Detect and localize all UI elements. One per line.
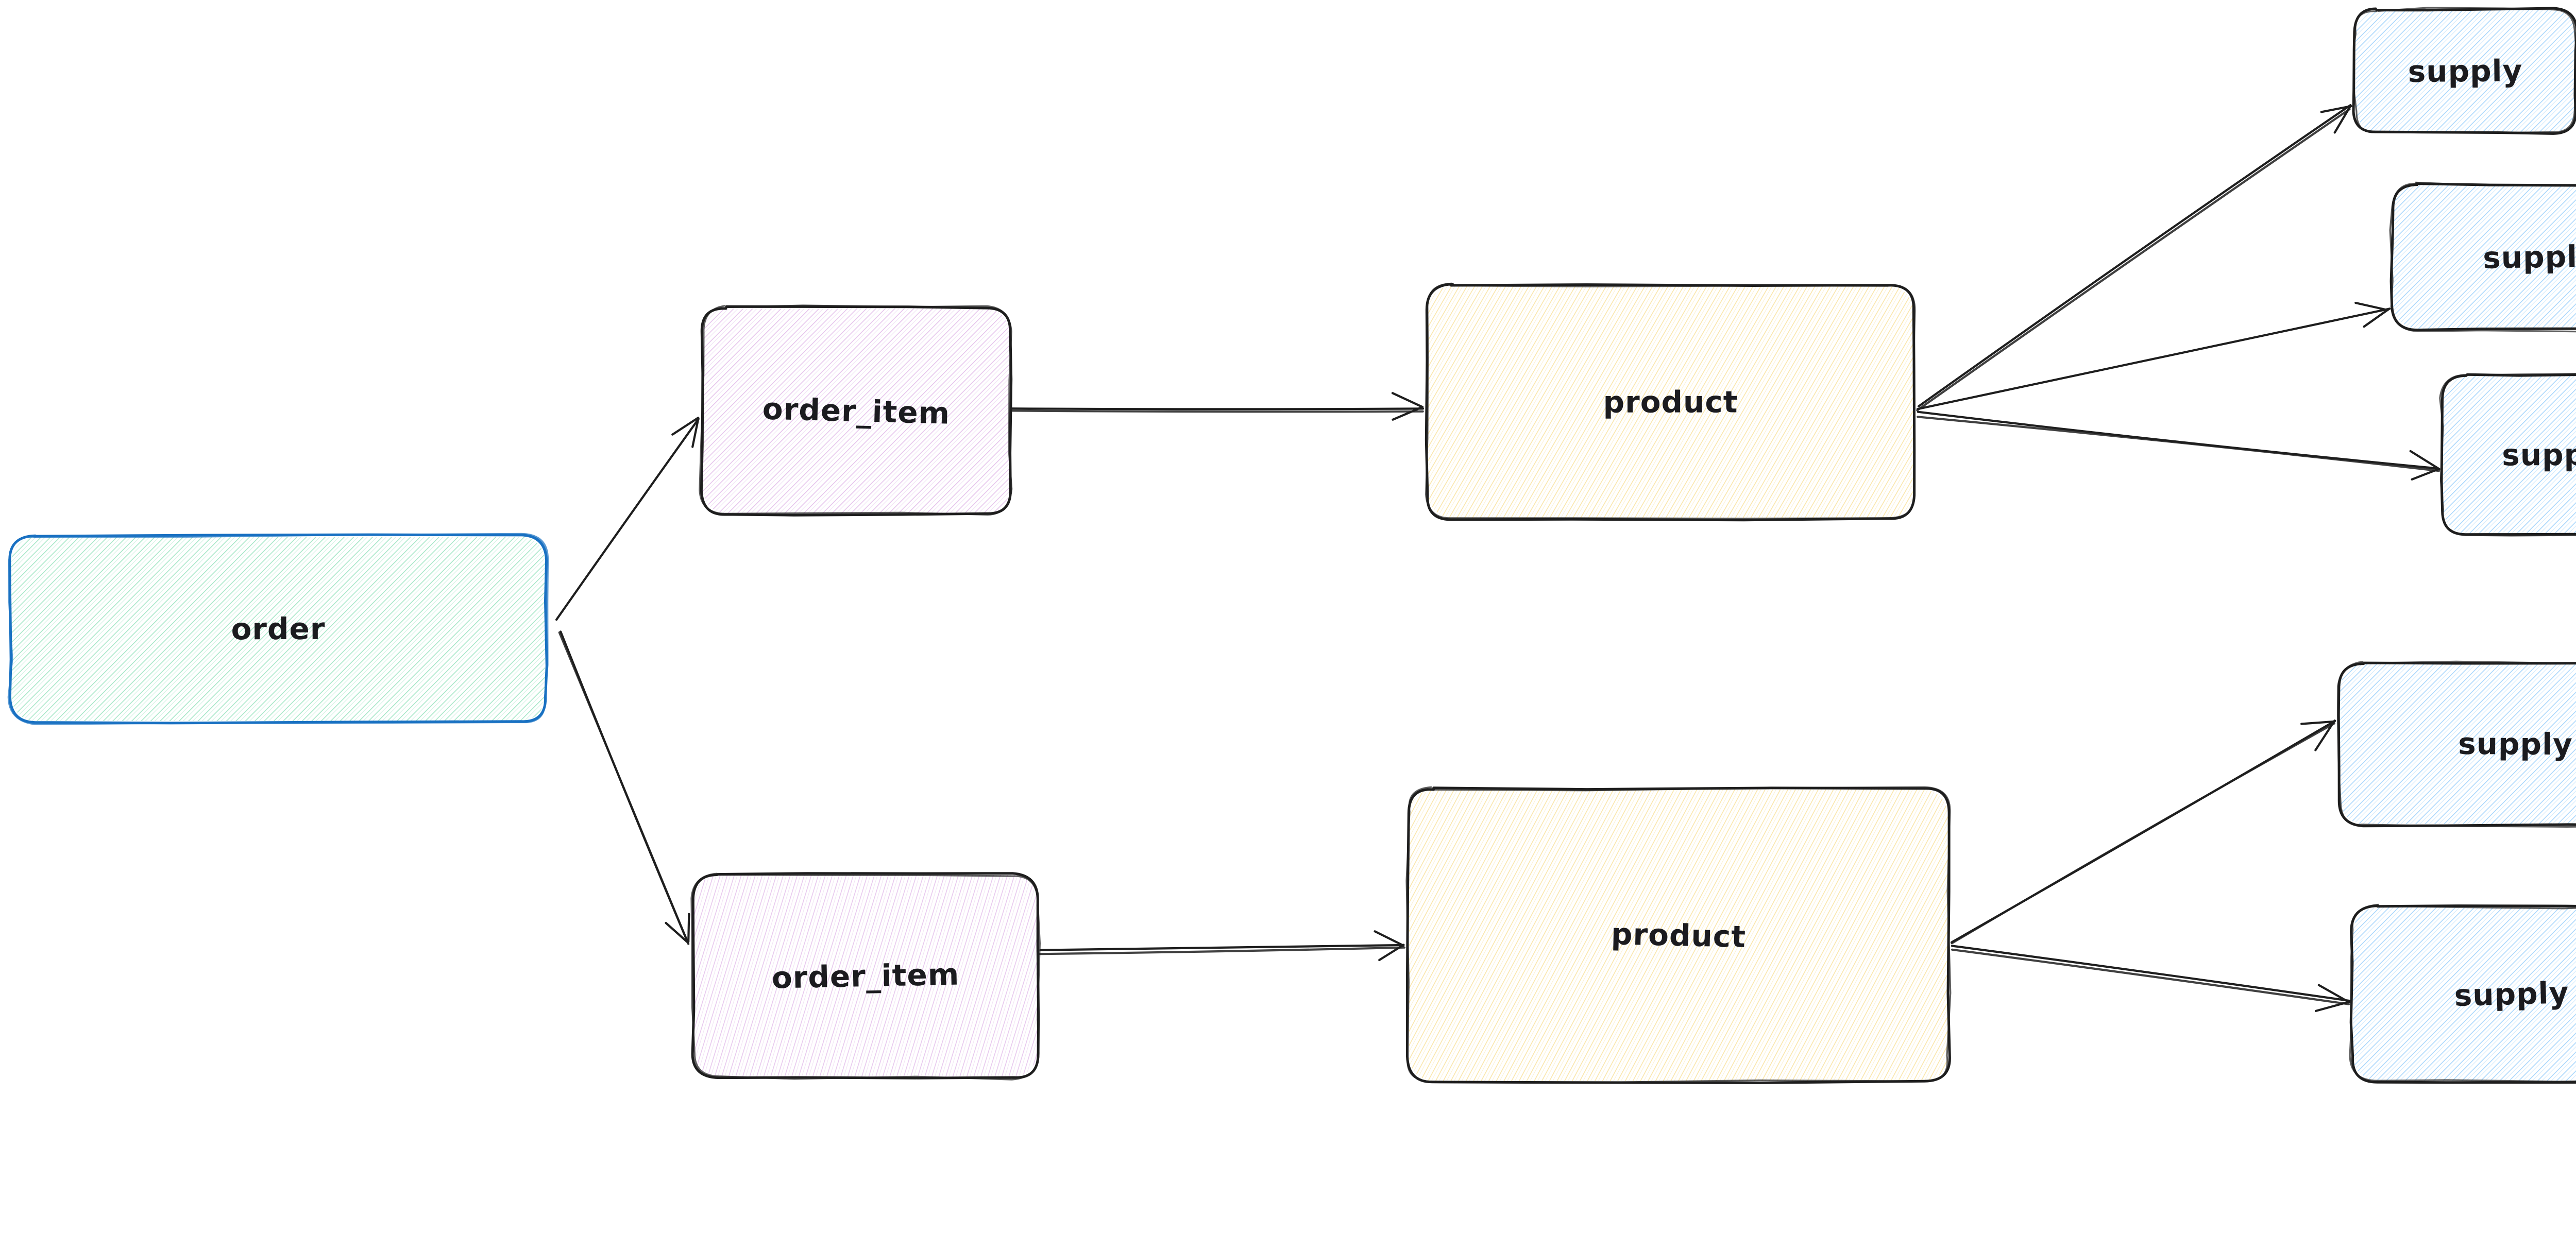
node-label: order bbox=[231, 611, 325, 647]
node-outline bbox=[2349, 903, 2576, 1083]
edge-line bbox=[1917, 410, 2439, 470]
arrowhead-barb-1 bbox=[1391, 392, 1424, 408]
edge-line bbox=[1951, 945, 2351, 1002]
node-outline bbox=[699, 304, 1013, 516]
edge-line bbox=[558, 631, 690, 945]
arrowhead-barb-0 bbox=[2333, 105, 2351, 134]
arrowhead-barb-0 bbox=[691, 417, 700, 448]
node-label: supply bbox=[2408, 53, 2522, 89]
edge-line bbox=[1951, 722, 2335, 945]
arrowhead-barb-1 bbox=[2300, 720, 2336, 725]
node-supply_3[interactable]: supply bbox=[2439, 373, 2576, 537]
edge-order-to-order_item_top[interactable] bbox=[555, 417, 700, 621]
node-fill bbox=[11, 537, 545, 721]
edges-layer bbox=[555, 104, 2441, 1012]
node-supply_5[interactable]: supply bbox=[2349, 903, 2576, 1084]
arrowhead-barb-1 bbox=[671, 417, 700, 436]
arrowhead-barb-1 bbox=[2317, 984, 2350, 1003]
edge-product_bottom-to-supply_5[interactable] bbox=[1951, 945, 2351, 1012]
node-order[interactable]: order bbox=[7, 533, 549, 725]
node-outline bbox=[7, 533, 549, 725]
node-outline bbox=[1405, 786, 1952, 1084]
node-label: supply bbox=[2458, 726, 2573, 762]
arrowhead-barb-1 bbox=[1374, 930, 1405, 947]
edge-line bbox=[555, 418, 700, 621]
edge-order_item_top-to-product_top[interactable] bbox=[1010, 392, 1425, 421]
edge-order_item_bottom-to-product_bottom[interactable] bbox=[1039, 930, 1406, 962]
edge-product_top-to-supply_3[interactable] bbox=[1917, 410, 2441, 481]
node-label: order_item bbox=[762, 391, 951, 431]
node-fill bbox=[703, 309, 1010, 513]
edge-line bbox=[1010, 407, 1425, 410]
arrowhead-barb-1 bbox=[2354, 301, 2389, 312]
node-label: product bbox=[1603, 384, 1738, 419]
arrowhead-barb-0 bbox=[2314, 720, 2336, 751]
node-outline bbox=[2353, 7, 2576, 134]
edge-product_top-to-supply_2[interactable] bbox=[1916, 301, 2391, 410]
edge-line bbox=[1039, 944, 1405, 951]
edge-product_top-to-supply_1[interactable] bbox=[1916, 104, 2352, 412]
arrowhead-barb-1 bbox=[687, 913, 690, 943]
node-label: supply bbox=[2454, 975, 2569, 1013]
node-product_top[interactable]: product bbox=[1425, 282, 1916, 522]
arrowhead-barb-0 bbox=[2363, 307, 2391, 328]
edge-line bbox=[1916, 307, 2391, 410]
node-fill bbox=[2340, 664, 2576, 824]
edge-line bbox=[1951, 948, 2350, 1005]
arrowhead-barb-1 bbox=[2409, 450, 2441, 470]
node-supply_1[interactable]: supply bbox=[2352, 7, 2576, 135]
node-fill bbox=[2353, 907, 2576, 1081]
node-label: order_item bbox=[771, 957, 960, 996]
edge-line bbox=[1917, 104, 2352, 407]
node-outline bbox=[691, 872, 1040, 1080]
node-outline bbox=[2389, 181, 2576, 333]
node-fill bbox=[694, 875, 1037, 1077]
node-order_item_top[interactable]: order_item bbox=[699, 304, 1013, 517]
node-order_item_bottom[interactable]: order_item bbox=[690, 872, 1041, 1081]
node-fill bbox=[2355, 10, 2575, 132]
node-label: product bbox=[1611, 916, 1746, 954]
arrowhead-barb-0 bbox=[1378, 944, 1405, 962]
node-supply_2[interactable]: supply bbox=[2389, 181, 2576, 333]
node-fill bbox=[1409, 790, 1948, 1081]
edge-order-to-order_item_bottom[interactable] bbox=[558, 630, 690, 945]
node-outline bbox=[2439, 373, 2576, 537]
node-fill bbox=[1428, 286, 1913, 518]
node-label: supply bbox=[2483, 239, 2576, 276]
node-outline bbox=[2440, 373, 2576, 536]
node-outline bbox=[2349, 904, 2576, 1084]
node-product_bottom[interactable]: product bbox=[1405, 786, 1952, 1084]
node-label: supply bbox=[2502, 437, 2576, 473]
node-fill bbox=[2393, 185, 2576, 329]
edge-line bbox=[1917, 416, 2441, 472]
arrowhead-barb-1 bbox=[2320, 105, 2352, 113]
arrowhead-barb-0 bbox=[2314, 1001, 2349, 1012]
arrowhead-barb-0 bbox=[2411, 468, 2440, 481]
node-outline bbox=[1425, 282, 1916, 520]
node-outline bbox=[690, 872, 1041, 1081]
node-outline bbox=[2336, 660, 2576, 828]
arrowhead-barb-0 bbox=[665, 921, 689, 944]
node-supply_4[interactable]: supply bbox=[2336, 660, 2576, 828]
arrowhead-barb-0 bbox=[1392, 406, 1423, 421]
nodes-layer: orderorder_itemorder_itemproductproducts… bbox=[7, 7, 2576, 1084]
node-fill bbox=[2443, 376, 2576, 534]
edge-line bbox=[1039, 946, 1406, 955]
edge-product_bottom-to-supply_4[interactable] bbox=[1950, 720, 2336, 945]
edge-line bbox=[1011, 409, 1424, 413]
edge-line bbox=[1916, 108, 2351, 412]
